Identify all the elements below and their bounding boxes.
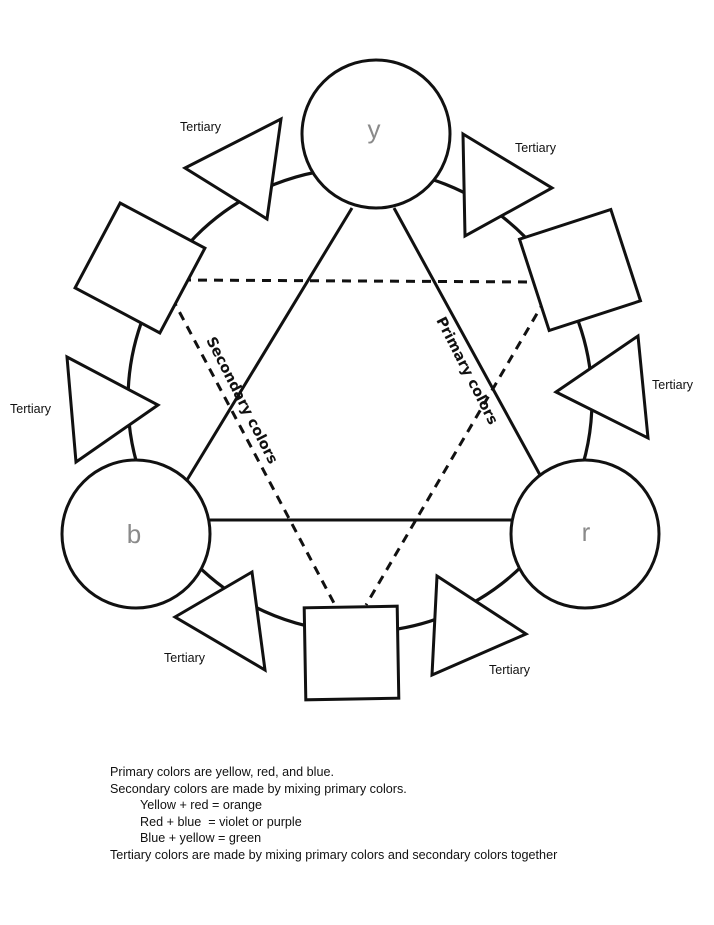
note-violet: Red + blue = violet or purple xyxy=(140,814,302,829)
note-primary: Primary colors are yellow, red, and blue… xyxy=(110,765,334,779)
tertiary-label-left: Tertiary xyxy=(10,402,52,416)
secondary-line-right xyxy=(364,299,547,606)
tertiary-triangle-top-left xyxy=(181,116,283,222)
primary-letter-blue: b xyxy=(127,519,141,549)
secondary-square-violet xyxy=(302,604,401,702)
tertiary-triangle-bottom-right xyxy=(430,573,530,678)
tertiary-triangle-right xyxy=(553,333,650,441)
note-orange: Yellow + red = orange xyxy=(140,798,263,812)
primary-line-yr xyxy=(392,207,542,476)
note-secondary: Secondary colors are made by mixing prim… xyxy=(110,781,407,796)
primary-circle-blue xyxy=(60,458,212,610)
secondary-colors-label: Secondary colors xyxy=(202,335,280,467)
tertiary-triangle-bottom-left xyxy=(172,569,267,673)
primary-letter-yellow: y xyxy=(368,114,381,144)
tertiary-label-bottom-left: Tertiary xyxy=(164,651,206,665)
secondary-line-left xyxy=(170,297,337,606)
note-green: Blue + yellow = green xyxy=(140,831,262,845)
tertiary-label-right: Tertiary xyxy=(652,378,694,392)
secondary-square-orange xyxy=(517,207,643,333)
tertiary-label-top-left: Tertiary xyxy=(180,120,222,134)
primary-circle-yellow xyxy=(300,58,452,210)
tertiary-triangle-top-right xyxy=(461,131,555,239)
tertiary-label-top-right: Tertiary xyxy=(515,141,557,155)
notes: Primary colors are yellow, red, and blue… xyxy=(110,764,700,863)
tertiary-triangle-left xyxy=(65,354,161,465)
tertiary-label-bottom-right: Tertiary xyxy=(489,663,531,677)
primary-line-yb xyxy=(185,207,354,481)
primary-circle-red xyxy=(509,458,661,610)
secondary-square-green xyxy=(73,201,207,335)
secondary-line-top xyxy=(181,278,536,284)
note-tertiary: Tertiary colors are made by mixing prima… xyxy=(110,847,558,862)
primary-colors-label: Primary colors xyxy=(432,315,500,428)
primary-letter-red: r xyxy=(582,517,591,547)
